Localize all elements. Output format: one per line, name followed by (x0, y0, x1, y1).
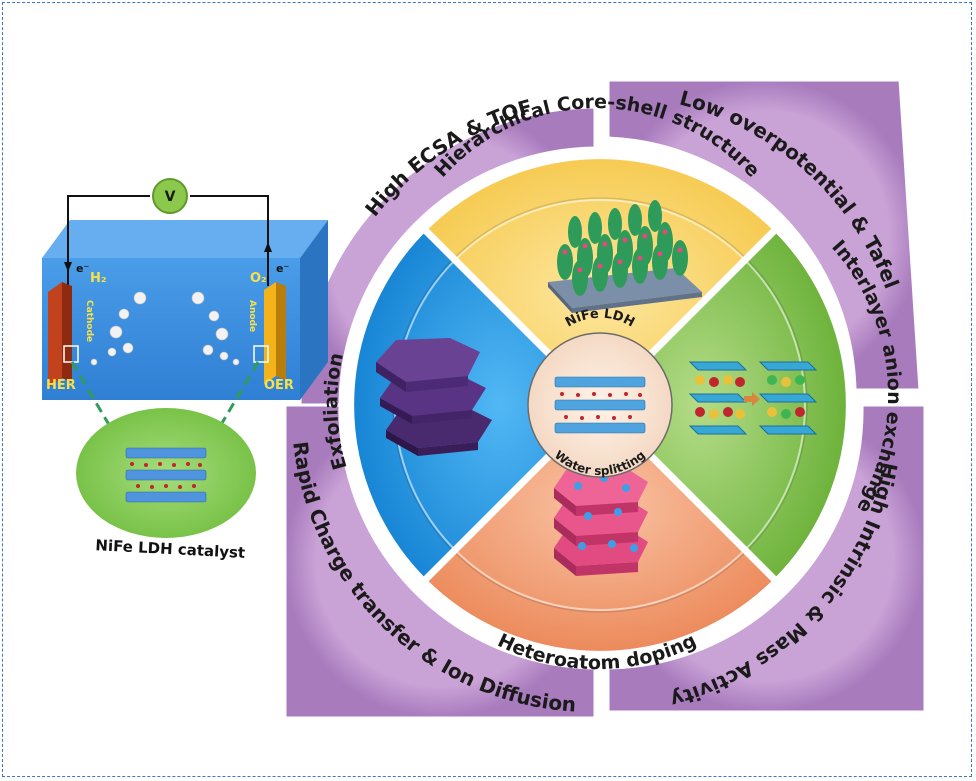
center-hub: NiFe LDH Water splitting (527, 307, 673, 478)
anion-exchange-illustration (688, 361, 818, 435)
o2-label: O₂ (250, 271, 267, 286)
electron-right: e⁻ (276, 262, 289, 275)
electron-left: e⁻ (76, 262, 89, 275)
sector-left (348, 224, 605, 586)
sector-right (595, 224, 852, 586)
outer-segment-bottom-left (283, 403, 597, 720)
outer-segment-top-left (298, 105, 597, 407)
exfoliation-illustration (376, 338, 492, 456)
anode-label: Anode (247, 300, 257, 332)
doping-illustration (554, 468, 648, 576)
center-title: NiFe LDH (563, 307, 637, 331)
cathode-label: Cathode (84, 300, 94, 342)
oer-label: OER (264, 378, 294, 393)
voltmeter-label: V (165, 189, 176, 205)
her-label: HER (46, 378, 76, 393)
outer-segment-top-right (606, 78, 922, 392)
h2-label: H₂ (90, 271, 107, 286)
core-shell-illustration (548, 200, 702, 313)
gas-bubbles (90, 291, 240, 366)
outer-ring (283, 78, 927, 720)
catalyst-ellipse (76, 408, 256, 538)
catalyst-label: NiFe LDH catalyst (95, 536, 246, 562)
voltmeter-icon (152, 178, 188, 214)
electrolysis-cell: V e⁻ H₂ O₂ e⁻ Cathode Anode HER OER (42, 178, 328, 400)
outer-segment-bottom-right (606, 403, 927, 714)
